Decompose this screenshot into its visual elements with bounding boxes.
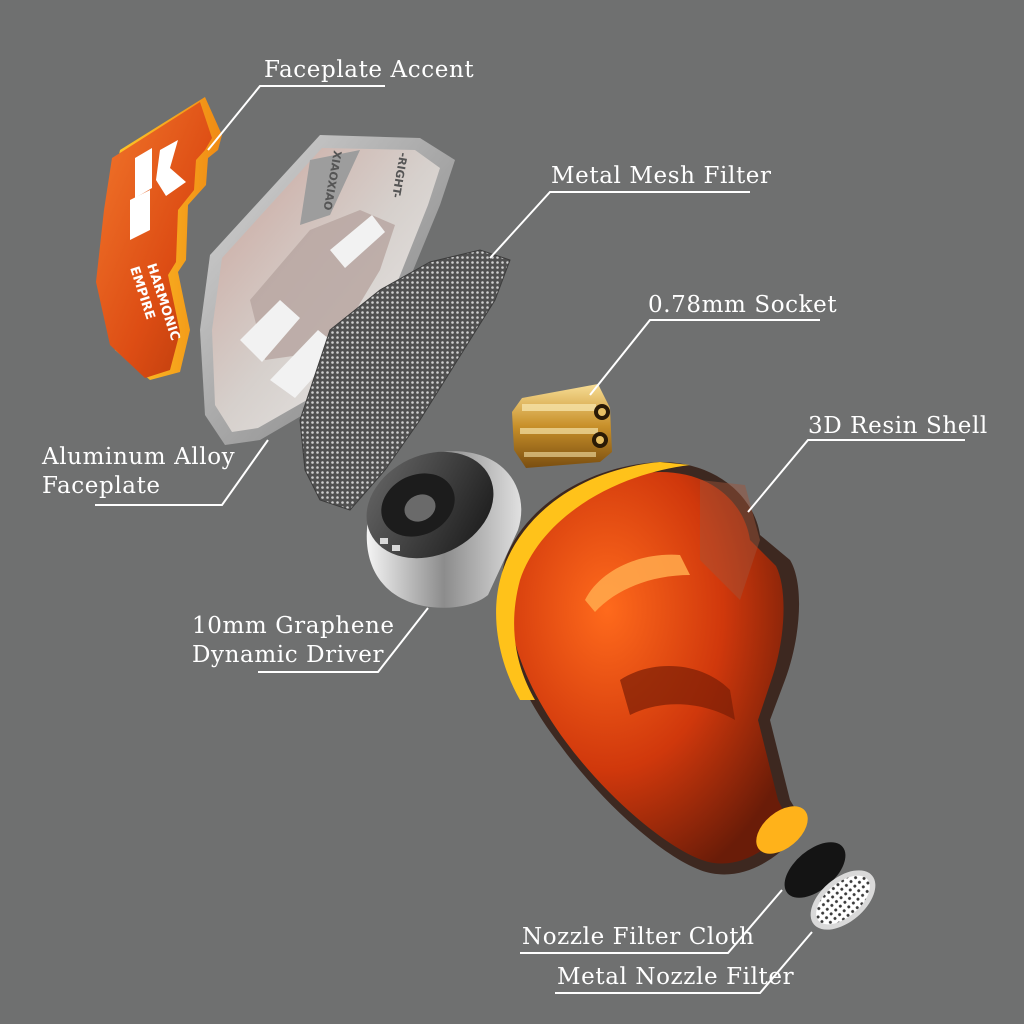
label-nozzle-cloth-text: Nozzle Filter Cloth [522, 924, 755, 950]
label-aluminum-faceplate: Aluminum Alloy Faceplate [42, 443, 235, 501]
label-resin-shell-text: 3D Resin Shell [808, 413, 988, 439]
accent-logo-mark [130, 190, 150, 240]
label-socket-text: 0.78mm Socket [648, 292, 838, 318]
nozzle-filter-cloth-part [784, 842, 846, 898]
label-aluminum-faceplate-line2: Faceplate [42, 473, 161, 499]
label-nozzle-filter: Metal Nozzle Filter [557, 963, 794, 992]
label-metal-mesh-filter-text: Metal Mesh Filter [551, 163, 772, 189]
label-aluminum-faceplate-line1: Aluminum Alloy [42, 444, 236, 470]
label-faceplate-accent: Faceplate Accent [264, 56, 474, 85]
label-nozzle-cloth: Nozzle Filter Cloth [522, 923, 755, 952]
leader-nozzle-filter [555, 931, 813, 994]
socket-part [512, 384, 612, 468]
leader-resin-shell [747, 439, 965, 513]
label-driver: 10mm Graphene Dynamic Driver [192, 612, 395, 670]
accent-logo-mark [156, 140, 186, 196]
resin-shell-part [496, 462, 808, 875]
leader-driver [258, 607, 429, 673]
aluminum-faceplate-part: XIAOXIAO -RIGHT- [200, 135, 455, 445]
label-socket: 0.78mm Socket [648, 291, 837, 320]
faceplate-accent-part: HARMONIC EMPIRE [96, 97, 222, 380]
leader-socket [589, 319, 820, 396]
label-driver-line1: 10mm Graphene [192, 613, 395, 639]
label-nozzle-filter-text: Metal Nozzle Filter [557, 964, 795, 990]
leader-faceplate-accent [207, 85, 385, 151]
leader-metal-mesh-filter [489, 191, 750, 259]
label-driver-line2: Dynamic Driver [192, 642, 385, 668]
accent-logo-mark [135, 148, 152, 198]
dynamic-driver-part [366, 451, 522, 608]
leader-nozzle-cloth [520, 889, 783, 954]
label-resin-shell: 3D Resin Shell [808, 412, 988, 441]
metal-nozzle-filter-part [810, 870, 876, 930]
leader-aluminum-faceplate [95, 439, 269, 506]
label-metal-mesh-filter: Metal Mesh Filter [551, 162, 772, 191]
label-faceplate-accent-text: Faceplate Accent [264, 57, 475, 83]
metal-mesh-filter-part [299, 249, 511, 511]
